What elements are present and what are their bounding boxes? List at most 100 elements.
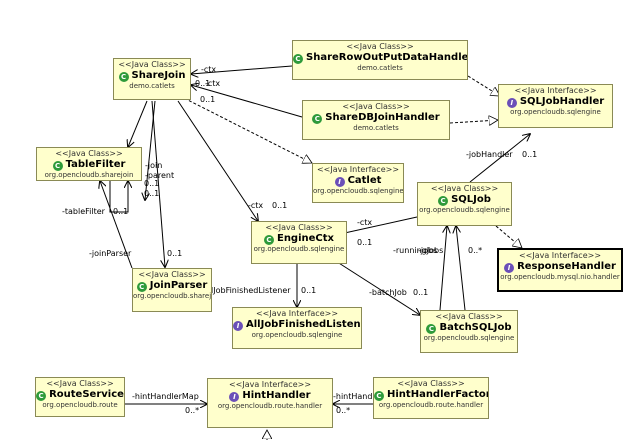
package-name: org.opencloudb.mysql.nio.handler xyxy=(500,273,620,281)
stereotype: <<Java Class>> xyxy=(46,379,114,388)
realize-sharedb-sqljobhandler xyxy=(449,120,498,123)
interface-name: Catlet xyxy=(347,175,382,186)
edge-sharerow-sharejoin xyxy=(191,65,293,74)
stereotype: <<Java Interface>> xyxy=(316,165,400,174)
stereotype: <<Java Class>> xyxy=(346,42,414,51)
label-one-b: 0..1 xyxy=(144,189,159,198)
package-name: org.opencloudb.sqlengine xyxy=(251,331,343,339)
edge-batchjob-sqljob-2 xyxy=(456,226,466,311)
label-ctx-1: -ctx xyxy=(201,65,216,74)
class-icon: C xyxy=(374,391,384,401)
label-join-parser: -joinParser xyxy=(89,249,132,258)
label-all-job-finished: -allJobFinishedListener xyxy=(201,286,291,295)
edge-joinparser-tablefilter xyxy=(100,181,133,269)
stereotype: <<Java Class>> xyxy=(55,149,123,158)
edge-sharejoin-enginectx xyxy=(177,100,258,221)
label-zero-one-2: 0..1 xyxy=(200,95,215,104)
edge-sharejoin-joinparser xyxy=(151,100,165,267)
edge-sharedb-sharejoin xyxy=(191,85,303,118)
interface-icon: I xyxy=(233,321,243,331)
stereotype: <<Java Class>> xyxy=(430,184,499,193)
class-name: ShareDBJoinHandler xyxy=(325,112,440,123)
stereotype: <<Java Class>> xyxy=(397,379,465,388)
label-ctx-sqljob-mult: 0..1 xyxy=(357,238,372,247)
label-parent: -parent xyxy=(145,171,174,180)
label-hint-map-1: -hintHandlerMap xyxy=(132,392,199,401)
stereotype: <<Java Class>> xyxy=(342,102,410,111)
class-name: ShareRowOutPutDataHandler xyxy=(306,52,468,63)
stereotype: <<Java Interface>> xyxy=(518,251,602,260)
class-icon: C xyxy=(36,391,47,401)
package-name: demo.catlets xyxy=(129,82,175,90)
class-icon: C xyxy=(52,161,63,171)
class-name: SQLJob xyxy=(451,194,491,205)
package-name: org.opencloudb.route.handler xyxy=(217,402,323,410)
realize-sqljob-responsehandler xyxy=(495,225,522,248)
label-join: -join xyxy=(145,161,162,170)
package-name: org.opencloudb.sharejoin xyxy=(44,171,134,179)
stereotype: <<Java Interface>> xyxy=(228,380,312,389)
label-table-filter: -tableFilter xyxy=(62,207,106,216)
label-ctx-engine-mult: 0..1 xyxy=(272,201,287,210)
interface-icon: I xyxy=(334,177,345,187)
class-name: TableFilter xyxy=(65,159,126,170)
class-icon: C xyxy=(263,235,274,245)
stereotype: <<Java Interface>> xyxy=(255,309,339,318)
package-name: org.opencloudb.sqlengine xyxy=(253,245,345,253)
label-running-jobs: -runningJobs xyxy=(393,246,443,255)
stereotype: <<Java Class>> xyxy=(435,312,503,321)
stereotype: <<Java Class>> xyxy=(265,223,333,232)
interface-name: AllJobFinishedListener xyxy=(246,319,362,330)
label-ctx-2: -ctx xyxy=(205,79,220,88)
edge-sharejoin-tablefilter xyxy=(128,100,148,147)
class-name: ShareJoin xyxy=(131,70,186,81)
interface-name: ResponseHandler xyxy=(517,261,616,272)
package-name: org.opencloudb.sqlengine xyxy=(419,206,510,214)
package-name: demo.catlets xyxy=(357,64,403,72)
interface-icon: I xyxy=(504,263,515,273)
label-batch-job: -batchJob xyxy=(369,288,407,297)
class-icon: C xyxy=(118,72,129,82)
class-icon: C xyxy=(312,114,323,124)
stereotype: <<Java Class>> xyxy=(138,270,206,279)
stereotype: <<Java Interface>> xyxy=(514,86,597,95)
label-tf-mult: 0..1 xyxy=(113,207,128,216)
class-name: HintHandlerFactory xyxy=(387,389,489,400)
label-jp-mult: 0..1 xyxy=(167,249,182,258)
label-jobs-mult: 0..* xyxy=(468,246,482,255)
label-ctx-engine: -ctx xyxy=(248,201,263,210)
class-icon: C xyxy=(136,282,147,292)
label-one-a: 0..1 xyxy=(144,179,159,188)
package-name: org.opencloudb.sqlengine xyxy=(510,108,601,116)
interface-name: HintHandler xyxy=(242,390,311,401)
package-name: org.opencloudb.route xyxy=(42,401,118,409)
label-ctx-sqljob: -ctx xyxy=(357,218,372,227)
stereotype: <<Java Class>> xyxy=(118,60,186,69)
package-name: org.opencloudb.sqlengine xyxy=(313,187,404,195)
realize-sharejoin-catlet xyxy=(179,95,312,163)
label-hhm-mult-1: 0..* xyxy=(185,406,199,415)
package-name: demo.catlets xyxy=(353,124,399,132)
class-icon: C xyxy=(438,196,449,206)
interface-name: SQLJobHandler xyxy=(519,96,605,107)
class-name: JoinParser xyxy=(149,280,208,291)
edge-enginectx-batchjob xyxy=(330,257,420,315)
class-name: EngineCtx xyxy=(276,233,334,244)
